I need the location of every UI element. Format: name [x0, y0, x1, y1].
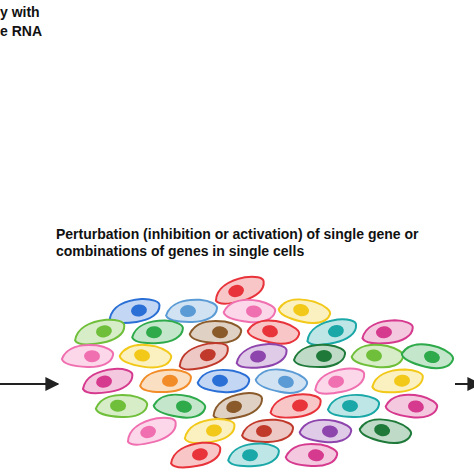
- cropped-heading: y with: [0, 4, 120, 21]
- cell: [385, 391, 439, 420]
- cell: [304, 316, 359, 348]
- cell: [189, 319, 242, 345]
- cell: [254, 365, 309, 397]
- cell: [227, 443, 279, 468]
- cell: [312, 365, 366, 396]
- flow-arrow: [455, 383, 474, 385]
- cell: [246, 316, 300, 347]
- cell: [371, 368, 424, 394]
- cell: [152, 391, 206, 422]
- cell: [183, 416, 237, 445]
- cell: [328, 394, 379, 417]
- cell: [351, 342, 404, 370]
- cell: [62, 344, 114, 368]
- cell: [176, 339, 231, 373]
- cell: [210, 389, 265, 422]
- cell: [299, 417, 352, 444]
- cell: [131, 320, 183, 345]
- cell: [235, 342, 288, 370]
- cell-cluster: [62, 273, 455, 471]
- cell: [400, 339, 455, 373]
- cell: [140, 369, 192, 393]
- cell: [197, 368, 250, 395]
- cell: [81, 366, 135, 396]
- flow-arrow: [0, 383, 58, 385]
- cell: [269, 392, 322, 419]
- cell: [358, 414, 413, 447]
- cell: [168, 440, 222, 471]
- cropped-heading: e RNA: [0, 23, 120, 40]
- cell: [294, 345, 345, 367]
- cell: [72, 317, 126, 348]
- cell: [361, 319, 414, 346]
- cell: [124, 414, 179, 449]
- cell: [95, 394, 147, 419]
- cell: [242, 419, 293, 442]
- cell: [119, 341, 173, 371]
- step-label: Perturbation (inhibition or activation) …: [56, 226, 456, 260]
- cell: [166, 299, 217, 322]
- cell: [285, 442, 338, 468]
